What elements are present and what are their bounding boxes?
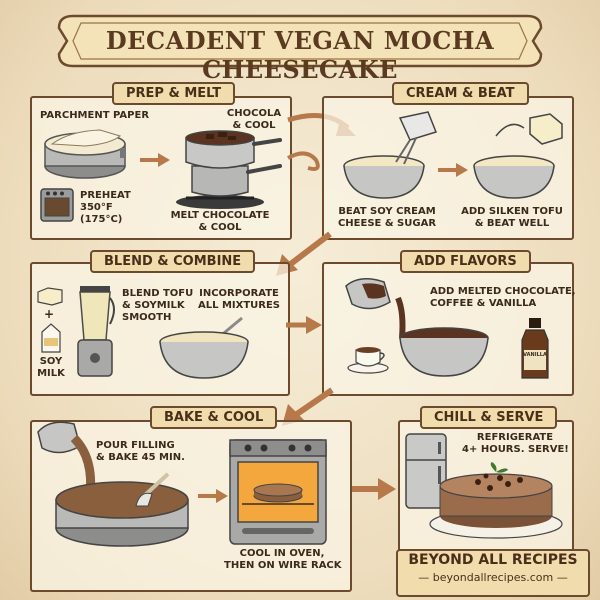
mixing-bowl-beat-icon bbox=[343, 111, 437, 199]
arrow-icon bbox=[438, 163, 468, 177]
label-parchment-paper: PARCHMENT PAPER bbox=[40, 110, 150, 121]
connector-arrow-5 bbox=[352, 478, 396, 500]
connector-arrow-3 bbox=[286, 316, 322, 334]
tofu-bowl-icon bbox=[473, 113, 563, 199]
panel-title-bake-cool: BAKE & COOL bbox=[150, 406, 278, 429]
title-banner bbox=[57, 14, 543, 68]
panel-title-blend-combine: BLEND & COMBINE bbox=[90, 250, 256, 273]
label-blend-tofu: BLEND TOFU & SOYMILK SMOOTH bbox=[122, 288, 194, 323]
label-pour-filling: POUR FILLING & BAKE 45 MIN. bbox=[96, 440, 185, 463]
blender-icon bbox=[77, 286, 115, 377]
arrow-icon bbox=[198, 489, 228, 503]
coffee-cup-icon bbox=[347, 347, 389, 374]
flavor-bowl-icon bbox=[395, 296, 489, 377]
brand-box bbox=[396, 549, 590, 597]
label-beat-soy-cream: BEAT SOY CREAM CHEESE & SUGAR bbox=[337, 206, 437, 229]
panel-title-add-flavors: ADD FLAVORS bbox=[400, 250, 531, 273]
cheesecake-icon bbox=[429, 462, 563, 539]
vanilla-bottle-label: VANILLA bbox=[523, 352, 547, 358]
filled-pan-icon bbox=[55, 472, 189, 547]
label-add-silken-tofu: ADD SILKEN TOFU & BEAT WELL bbox=[461, 206, 563, 229]
label-chocolate-cool: CHOCOLA & COOL bbox=[226, 108, 282, 131]
arrow-icon bbox=[140, 153, 170, 167]
panel-title-prep-melt: PREP & MELT bbox=[112, 82, 236, 105]
soymilk-carton-icon bbox=[41, 323, 61, 353]
label-refrigerate: REFRIGERATE 4+ HOURS. SERVE! bbox=[462, 432, 569, 455]
label-soy-milk: SOY MILK bbox=[37, 356, 65, 379]
label-melt-chocolate: MELT CHOCOLATE & COOL bbox=[170, 210, 270, 233]
combine-bowl-icon bbox=[159, 316, 249, 379]
double-boiler-icon bbox=[176, 130, 282, 209]
plus-sign: + bbox=[44, 307, 55, 321]
page-title: DECADENT VEGAN MOCHA CHEESECAKE bbox=[105, 26, 495, 84]
panel-title-chill-serve: CHILL & SERVE bbox=[420, 406, 558, 429]
springform-pan-icon bbox=[44, 129, 126, 179]
oven-baking-icon bbox=[229, 439, 327, 545]
tofu-block-icon bbox=[37, 287, 63, 306]
panel-title-cream-beat: CREAM & BEAT bbox=[392, 82, 529, 105]
label-add-melted: ADD MELTED CHOCOLATE, COFFEE & VANILLA bbox=[430, 286, 576, 309]
label-incorporate: INCORPORATE ALL MIXTURES bbox=[197, 288, 281, 311]
label-preheat: PREHEAT 350°F (175°C) bbox=[80, 190, 131, 225]
oven-icon bbox=[40, 188, 74, 222]
vanilla-bottle-icon bbox=[521, 318, 549, 379]
brand-url[interactable]: — beyondallrecipes.com — bbox=[418, 571, 568, 584]
pour-bowl-icon bbox=[345, 278, 391, 310]
refrigerator-icon bbox=[405, 433, 447, 509]
label-cool-in-oven: COOL IN OVEN, THEN ON WIRE RACK bbox=[224, 548, 342, 571]
brand-name: BEYOND ALL RECIPES bbox=[408, 552, 578, 568]
